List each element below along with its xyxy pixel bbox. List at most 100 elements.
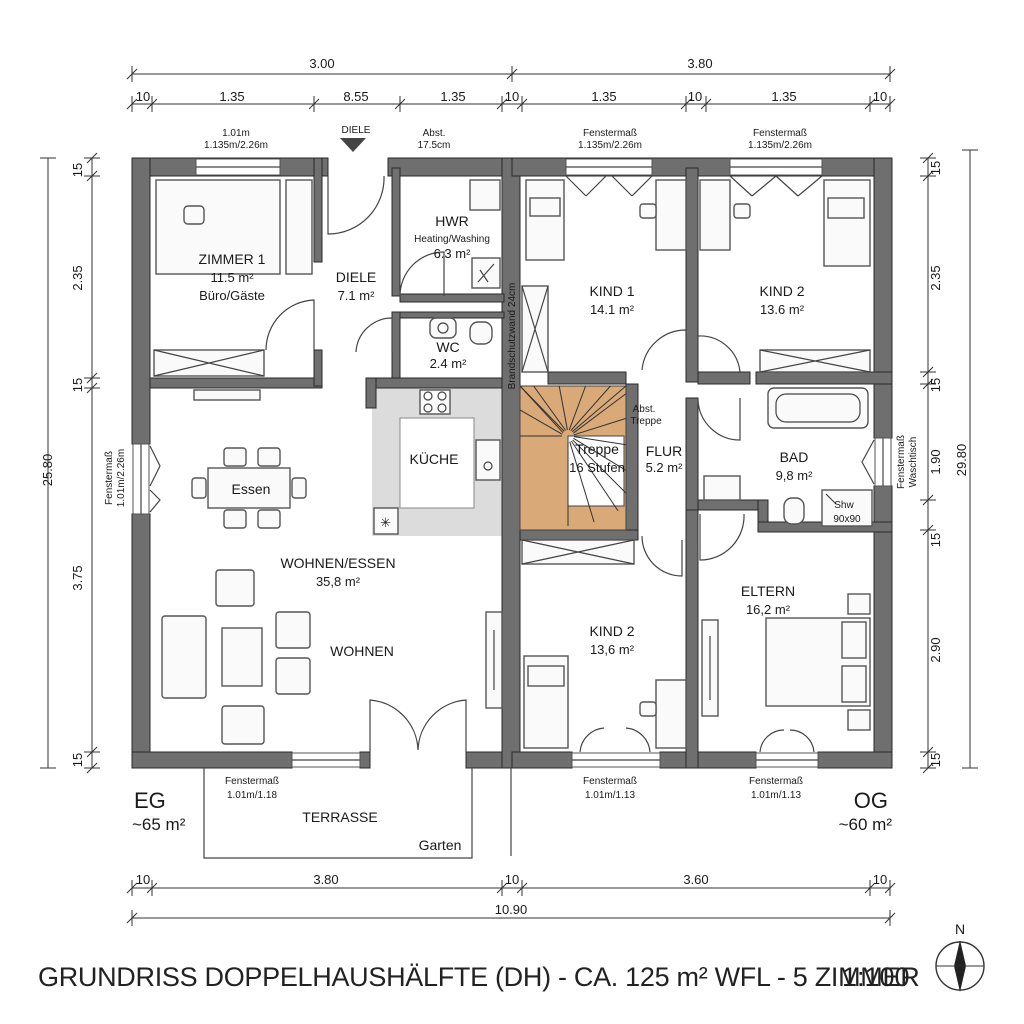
- north-label: N: [955, 921, 965, 937]
- dimension-tick: [922, 494, 934, 506]
- dimension-tick: [573, 417, 627, 436]
- dimension-tick: [126, 882, 138, 894]
- dimension-tick: [569, 441, 595, 523]
- room-treppe-name: Treppe: [575, 441, 619, 457]
- dimension-tick: [86, 382, 98, 394]
- floor-eg-area: ~65 m²: [132, 815, 186, 834]
- room-kueche-name: KÜCHE: [409, 450, 458, 467]
- dim-left-3: 15: [70, 378, 85, 392]
- room-kind2-top-name: KIND 2: [759, 283, 804, 299]
- dimension-tick: [558, 385, 568, 431]
- room-diele-area: 7.1 m²: [338, 288, 376, 303]
- dimension-lines: [40, 66, 978, 926]
- dimension-tick: [884, 98, 896, 110]
- dimension-tick: [86, 746, 98, 758]
- dimension-tick: [496, 98, 508, 110]
- dimension-tick: [922, 378, 934, 390]
- note-win-k1-a: Fenstermaß: [583, 128, 637, 139]
- dimension-tick: [571, 385, 627, 433]
- note-bot-win2-a: Fenstermaß: [583, 776, 637, 787]
- dimension-tick: [533, 385, 567, 431]
- furniture: ✳: [153, 179, 873, 749]
- room-kind2-bottom-area: 13,6 m²: [590, 642, 635, 657]
- dimension-tick: [864, 98, 876, 110]
- note-bot-win3-b: 1.01m/1.13: [751, 790, 801, 801]
- dimension-tick: [519, 409, 563, 435]
- dim-top-inner-3: 8.55: [343, 89, 368, 104]
- garden-label: Garten: [419, 837, 462, 853]
- dimension-tick: [308, 98, 320, 110]
- dim-top-inner-6: 1.35: [591, 89, 616, 104]
- staircase: [519, 385, 627, 531]
- floor-eg-name: EG: [134, 788, 166, 813]
- room-kind2-top-area: 13.6 m²: [760, 302, 805, 317]
- room-kind2-bottom-name: KIND 2: [589, 623, 634, 639]
- dim-top-inner-7: 10: [688, 89, 702, 104]
- note-left-win-a: Fenstermaß: [104, 451, 115, 505]
- dimension-tick: [519, 385, 565, 432]
- dim-bottom-total: 10.90: [495, 902, 528, 917]
- walls: [131, 157, 893, 769]
- dim-bottom-2: 3.80: [313, 872, 338, 887]
- kitchen-inner: [399, 417, 475, 509]
- dim-top-inner-4: 1.35: [440, 89, 465, 104]
- room-zimmer1-area: 11.5 m²: [210, 270, 254, 285]
- dim-right-6: 2.90: [928, 637, 943, 662]
- dimension-tick: [516, 98, 528, 110]
- note-right-win-a: Fenstermaß: [896, 435, 907, 489]
- room-flur-name: FLUR: [646, 443, 683, 459]
- dimension-tick: [573, 436, 627, 446]
- terrace-outline: [203, 768, 473, 859]
- note-bot-win1-b: 1.01m/1.18: [227, 790, 277, 801]
- room-eltern-name: ELTERN: [741, 583, 795, 599]
- dimension-tick: [680, 98, 692, 110]
- dimension-tick: [573, 437, 627, 471]
- dimension-tick: [496, 882, 508, 894]
- dimension-tick: [146, 98, 158, 110]
- note-win-k2-b: 1.135m/2.26m: [748, 140, 812, 151]
- dimension-tick: [700, 98, 712, 110]
- dimension-tick: [86, 152, 98, 164]
- note-bot-win1-a: Fenstermaß: [225, 776, 279, 787]
- dim-right-3: 15: [928, 378, 943, 392]
- dimension-tick: [146, 882, 158, 894]
- room-bad-area: 9,8 m²: [776, 468, 814, 483]
- room-zimmer1-use: Büro/Gäste: [199, 288, 265, 303]
- dimension-tick: [922, 152, 934, 164]
- room-kind1-area: 14.1 m²: [590, 302, 635, 317]
- plan-scale: 1:100: [842, 962, 910, 992]
- plan-title: GRUNDRISS DOPPELHAUSHÄLFTE (DH) - CA. 12…: [38, 962, 920, 992]
- dimension-tick: [572, 393, 627, 434]
- dimension-tick: [394, 98, 406, 110]
- room-flur-area: 5.2 m²: [646, 460, 684, 475]
- dim-top-outer-2: 3.80: [687, 56, 712, 71]
- room-wohnen-name: WOHNEN: [330, 643, 394, 659]
- window-swings: [149, 175, 875, 753]
- dim-top-inner-9: 10: [873, 89, 887, 104]
- room-bad-name: BAD: [780, 449, 809, 465]
- dimension-tick: [86, 372, 98, 384]
- note-abst-treppe-b: Treppe: [630, 416, 662, 427]
- dimension-tick: [570, 385, 611, 432]
- dimension-tick: [884, 882, 896, 894]
- dim-right-total: 29.80: [954, 444, 969, 477]
- note-win-z1-a: 1.01m: [222, 128, 250, 139]
- dim-left-total: 25.80: [40, 454, 55, 487]
- dim-right-2: 2.35: [928, 265, 943, 290]
- dim-top-inner-1: 10: [136, 89, 150, 104]
- dim-bottom-5: 10: [873, 872, 887, 887]
- dim-right-7: 15: [928, 753, 943, 767]
- note-win-z1-b: 1.135m/2.26m: [204, 140, 268, 151]
- dim-right-4: 1.90: [928, 449, 943, 474]
- note-bot-win3-a: Fenstermaß: [749, 776, 803, 787]
- dimension-tick: [922, 366, 934, 378]
- note-left-win-b: 1.01m/2.26m: [116, 449, 127, 507]
- dimension-tick: [922, 524, 934, 536]
- room-hwr-sub: Heating/Washing: [414, 234, 490, 245]
- dimension-tick: [86, 170, 98, 182]
- dim-top-inner-5: 10: [505, 89, 519, 104]
- note-win-k2-a: Fenstermaß: [753, 128, 807, 139]
- dim-bottom-3: 10: [505, 872, 519, 887]
- dimension-tick: [86, 762, 98, 774]
